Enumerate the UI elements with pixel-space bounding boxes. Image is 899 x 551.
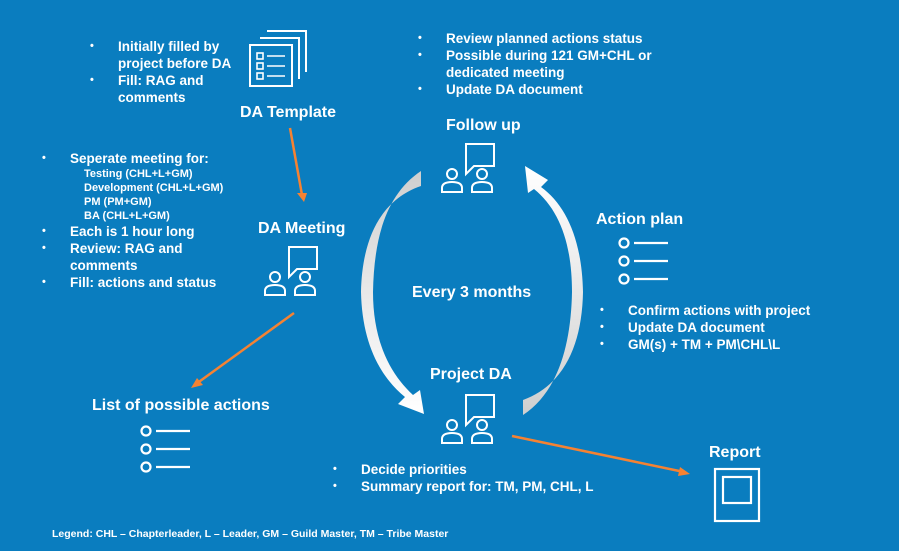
note-item: Fill: RAG and comments [90,72,250,106]
follow-up-notes: Review planned actions status Possible d… [418,30,698,98]
arrow-meeting-to-actions [191,311,295,388]
sub-item: Development (CHL+L+GM) [84,182,224,194]
da-template-notes: Initially filled by project before DA Fi… [90,38,250,106]
sub-item: Testing (CHL+L+GM) [84,168,193,180]
sub-item: PM (PM+GM) [84,196,152,208]
note-item: Possible during 121 GM+CHL or dedicated … [418,47,676,81]
da-meeting-title: DA Meeting [258,220,346,237]
da-template-title: DA Template [240,104,337,121]
da-meeting-notes: Seperate meeting for: Testing (CHL+L+GM)… [42,150,242,291]
action-plan-title: Action plan [596,211,684,228]
list-of-actions-title: List of possible actions [92,397,270,414]
bulleted-list-icon [618,237,668,285]
arrow-template-to-meeting [288,127,307,202]
note-item: Decide priorities [333,461,594,478]
arrow-projectda-to-report [511,434,690,476]
bulleted-list-icon [140,425,190,473]
note-item: Review planned actions status [418,30,698,47]
project-da-notes: Decide priorities Summary report for: TM… [333,461,594,495]
note-item: Update DA document [418,81,698,98]
document-stack-icon [249,30,307,87]
cycle-label: Every 3 months [412,284,532,301]
note-item: Review: RAG and comments [42,240,210,274]
note-item: Seperate meeting for: [42,150,242,167]
sub-item: BA (CHL+L+GM) [84,210,170,222]
note-item: Confirm actions with project [600,302,810,319]
legend: Legend: CHL – Chapterleader, L – Leader,… [52,528,449,540]
meeting-people-icon [441,143,495,193]
note-item: Each is 1 hour long [42,223,242,240]
note-item: Fill: actions and status [42,274,242,291]
action-plan-notes: Confirm actions with project Update DA d… [600,302,810,353]
report-frame-icon [713,467,761,523]
cycle-arrow-left [361,171,424,414]
note-item: Summary report for: TM, PM, CHL, L [333,478,594,495]
note-item: GM(s) + TM + PM\CHL\L [600,336,810,353]
note-item: Update DA document [600,319,810,336]
cycle-arrow-right [523,166,583,415]
note-item: Initially filled by project before DA [90,38,250,72]
meeting-people-icon [264,246,318,296]
follow-up-title: Follow up [446,117,521,134]
report-title: Report [709,444,761,461]
project-da-title: Project DA [430,366,512,383]
meeting-people-icon [441,394,495,444]
